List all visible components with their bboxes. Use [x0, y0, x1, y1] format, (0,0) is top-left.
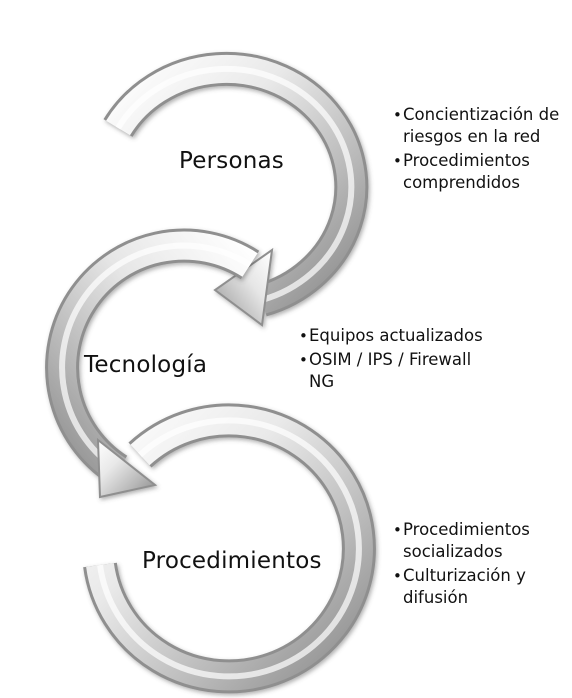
bullet-item: Culturización y difusión: [393, 565, 563, 609]
cycle-arrow-procedimientos: [83, 403, 376, 694]
bullet-item: Concientización de riesgos en la red: [393, 104, 568, 148]
bullet-list-procedimientos: Procedimientos socializados Culturizació…: [393, 519, 563, 611]
cycle-arrow-personas: [103, 51, 369, 327]
stage-label-procedimientos: Procedimientos: [142, 548, 322, 574]
bullet-list-tecnologia: Equipos actualizados OSIM / IPS / Firewa…: [299, 325, 499, 395]
bullet-item: Equipos actualizados: [299, 325, 499, 347]
stage-label-tecnologia: Tecnología: [84, 352, 208, 378]
bullet-list-personas: Concientización de riesgos en la red Pro…: [393, 104, 568, 196]
bullet-item: Procedimientos comprendidos: [393, 150, 568, 194]
bullet-item: Procedimientos socializados: [393, 519, 563, 563]
bullet-item: OSIM / IPS / Firewall NG: [299, 349, 499, 393]
cycle-arrow-tecnologia: [45, 228, 260, 499]
stage-label-personas: Personas: [179, 148, 284, 174]
